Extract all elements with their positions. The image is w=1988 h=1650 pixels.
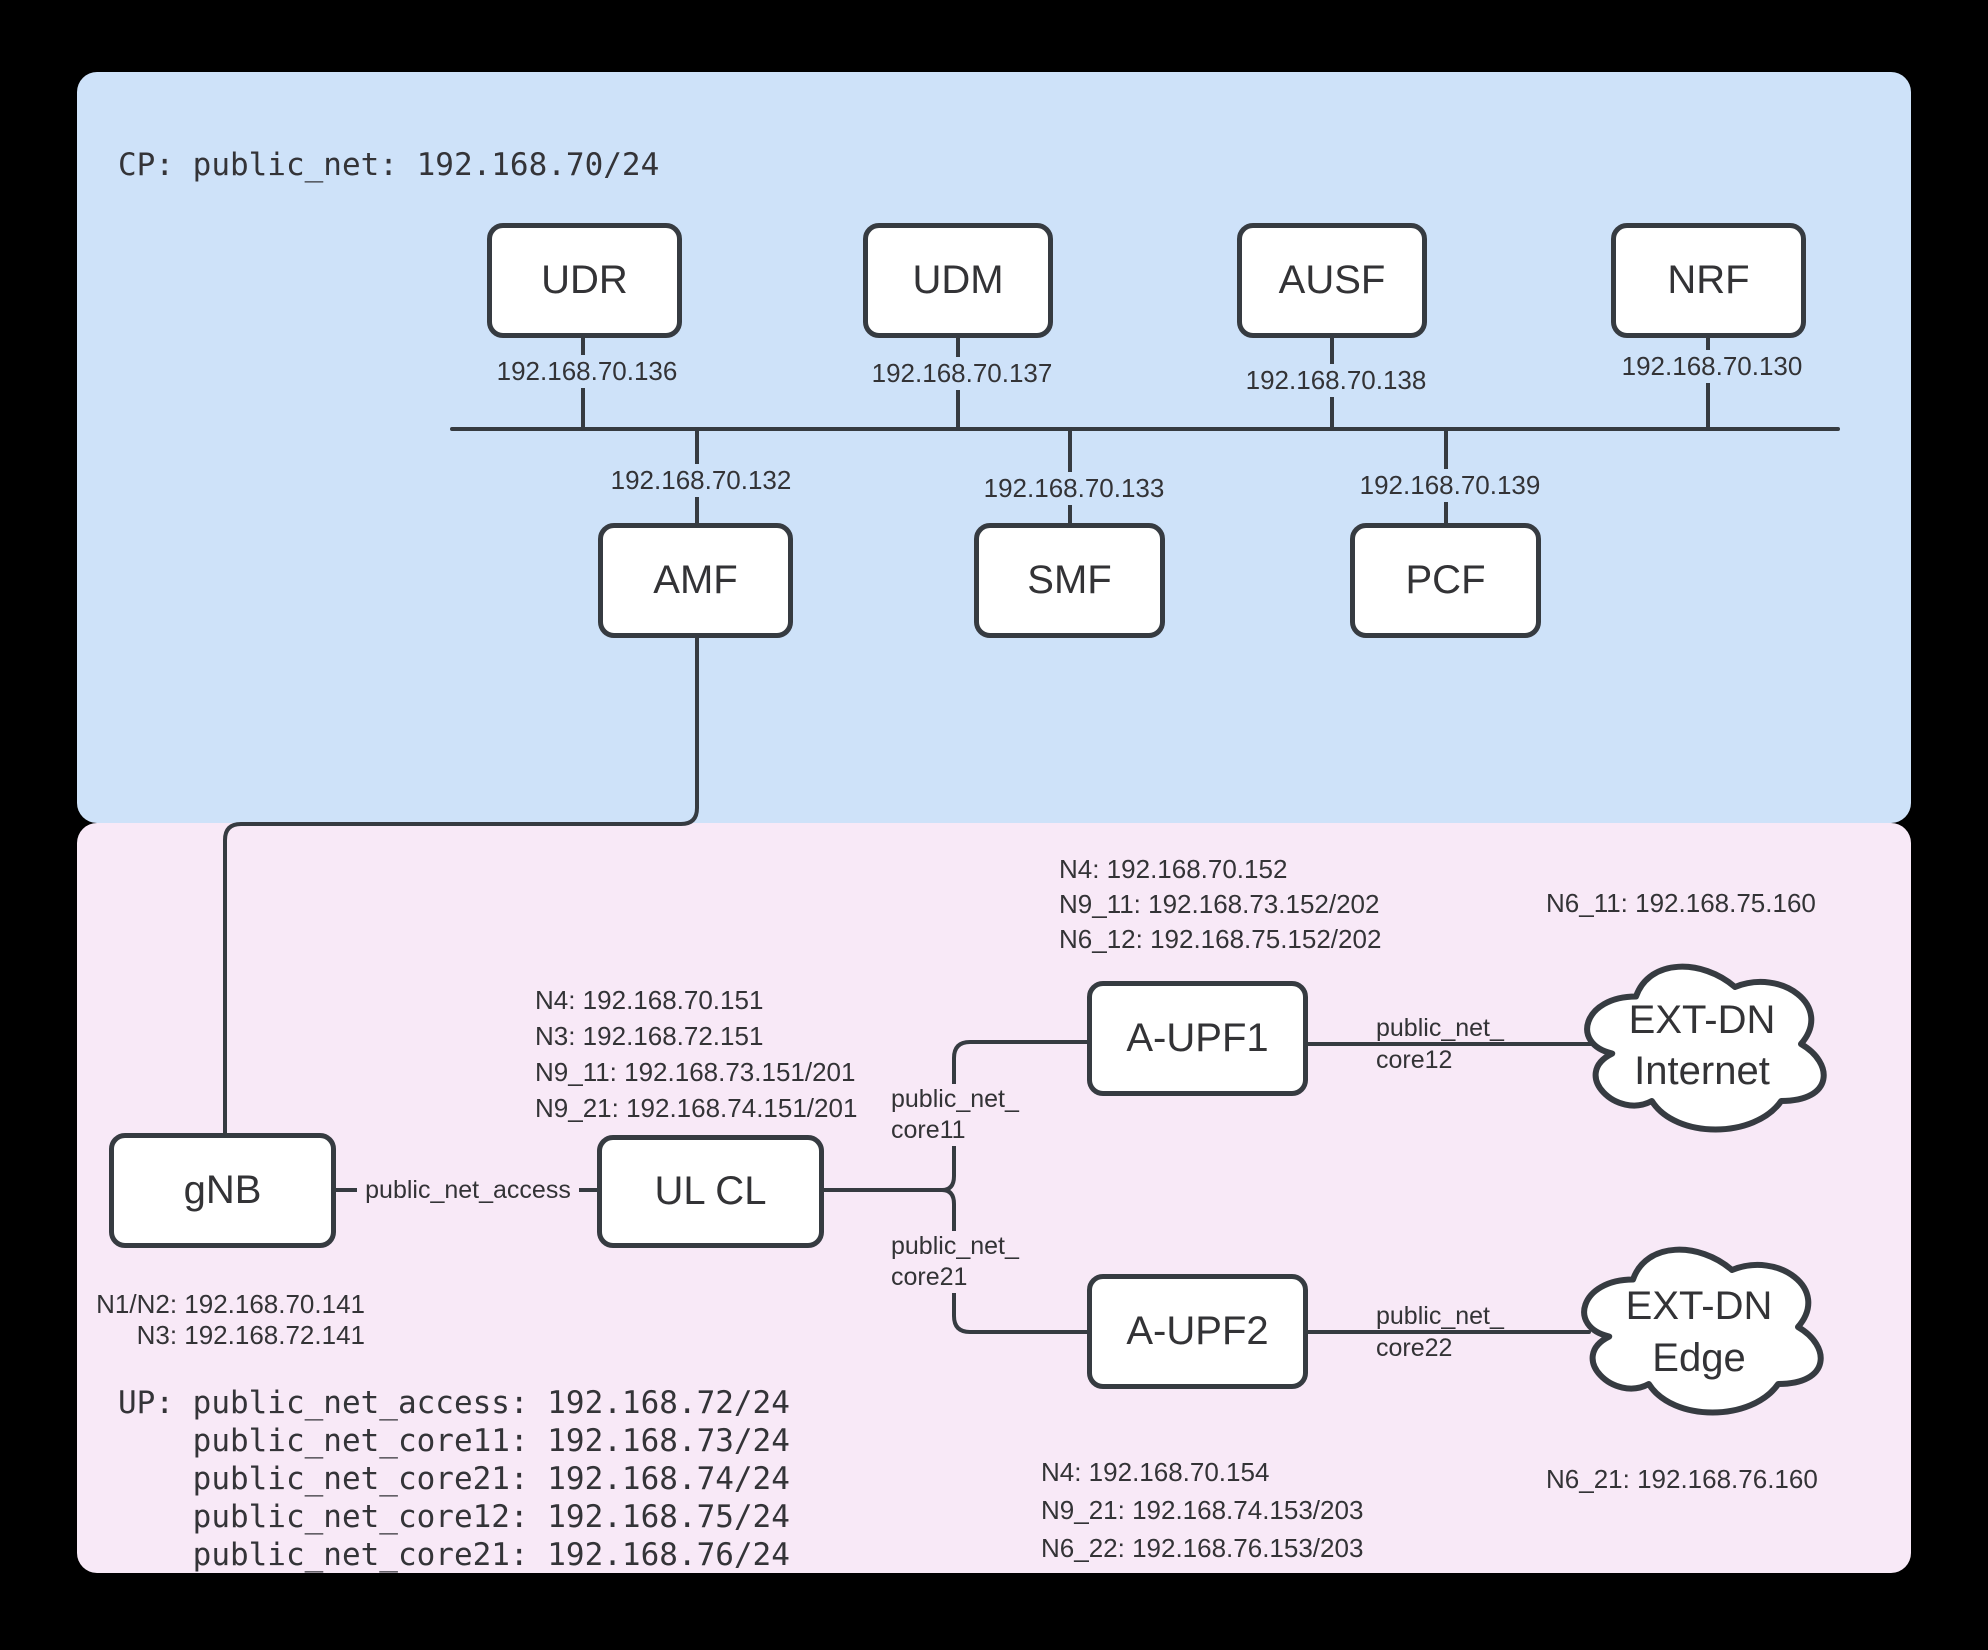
amf-gnb-link-line [223, 636, 699, 1135]
n6-11-ip-label: N6_11: 192.168.75.160 [1546, 888, 1816, 918]
node-nrf: NRF [1611, 223, 1806, 338]
udr-ip-label: 192.168.70.136 [473, 355, 701, 388]
node-ulcl-label: UL CL [654, 1169, 767, 1213]
access-link-label: public_net_access [357, 1176, 579, 1205]
node-nrf-label: NRF [1667, 258, 1750, 302]
upf2-addrs-label: N4: 192.168.70.154 N9_21: 192.168.74.153… [1041, 1457, 1364, 1563]
node-ulcl: UL CL [597, 1135, 824, 1248]
core12-link-label: public_net_ core12 [1376, 1014, 1504, 1074]
internet-cloud-label: EXT-DN Internet [1628, 998, 1776, 1093]
node-ausf: AUSF [1237, 223, 1427, 338]
amf-ip-label: 192.168.70.132 [587, 464, 815, 497]
node-upf2: A-UPF2 [1087, 1274, 1308, 1389]
smf-ip-label: 192.168.70.133 [960, 472, 1188, 505]
control-plane-panel [77, 72, 1911, 823]
core21-link-label: public_net_ core21 [888, 1231, 1022, 1293]
pcf-ip-label: 192.168.70.139 [1336, 469, 1564, 502]
node-pcf: PCF [1350, 523, 1541, 638]
node-upf1-label: A-UPF1 [1126, 1016, 1269, 1060]
edge-cloud-icon [1581, 1246, 1824, 1416]
edge-cloud-label: EXT-DN Edge [1625, 1284, 1773, 1380]
node-upf2-label: A-UPF2 [1126, 1309, 1269, 1353]
ulcl-upf2-branch-line [940, 1188, 1089, 1334]
core11-link-label: public_net_ core11 [888, 1084, 1022, 1146]
nrf-ip-label: 192.168.70.130 [1598, 350, 1826, 383]
internet-cloud-icon [1584, 963, 1827, 1133]
node-udr: UDR [487, 223, 682, 338]
node-udm: UDM [863, 223, 1053, 338]
node-pcf-label: PCF [1405, 558, 1486, 602]
cp-network-label: CP: public_net: 192.168.70/24 [118, 147, 660, 183]
node-udr-label: UDR [541, 258, 628, 302]
ausf-ip-label: 192.168.70.138 [1222, 364, 1450, 397]
node-upf1: A-UPF1 [1087, 981, 1308, 1096]
node-gnb-label: gNB [183, 1168, 262, 1212]
udm-ip-label: 192.168.70.137 [848, 357, 1076, 390]
ulcl-upf1-branch-line [940, 1040, 1089, 1192]
up-networks-label: UP: public_net_access: 192.168.72/24 pub… [118, 1385, 790, 1573]
node-smf-label: SMF [1027, 558, 1112, 602]
node-udm-label: UDM [912, 258, 1004, 302]
gnb-addrs-label: N1/N2: 192.168.70.141 N3: 192.168.72.141 [96, 1289, 365, 1350]
node-amf: AMF [598, 523, 793, 638]
upf1-addrs-label: N4: 192.168.70.152 N9_11: 192.168.73.152… [1059, 854, 1382, 954]
node-gnb: gNB [109, 1133, 336, 1248]
core22-link-label: public_net_ core22 [1376, 1302, 1504, 1362]
node-amf-label: AMF [653, 558, 738, 602]
node-ausf-label: AUSF [1278, 258, 1386, 302]
n6-21-ip-label: N6_21: 192.168.76.160 [1546, 1464, 1818, 1494]
ulcl-addrs-label: N4: 192.168.70.151 N3: 192.168.72.151 N9… [535, 985, 858, 1123]
node-smf: SMF [974, 523, 1165, 638]
